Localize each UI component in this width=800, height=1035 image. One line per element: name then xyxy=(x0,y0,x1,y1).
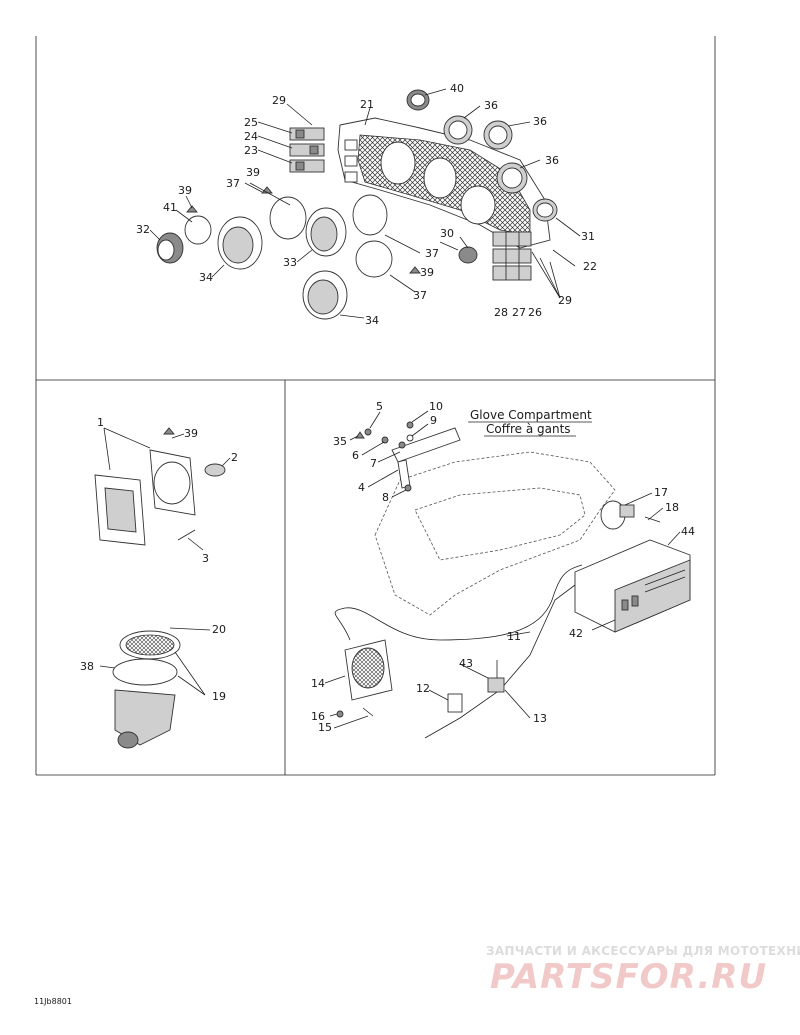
callout-2: 2 xyxy=(231,451,238,464)
drain-grill-assembly xyxy=(112,630,181,749)
callout-37-c: 37 xyxy=(413,289,427,302)
callout-24: 24 xyxy=(244,130,258,143)
callout-36-c: 36 xyxy=(545,154,559,167)
callout-21: 21 xyxy=(360,98,374,111)
bottom-left-leader-lines xyxy=(99,427,231,696)
dash-panel xyxy=(337,117,551,249)
switch-block-left xyxy=(289,127,325,173)
gauges-left xyxy=(156,186,478,320)
callout-39-b: 39 xyxy=(178,184,192,197)
callout-29-top: 29 xyxy=(272,94,286,107)
callout-43: 43 xyxy=(459,657,473,670)
callout-36-b: 36 xyxy=(533,115,547,128)
gauge-bezels-right xyxy=(406,89,558,222)
wiring-harness xyxy=(334,564,583,739)
callout-7: 7 xyxy=(370,457,377,470)
callout-labels: 29 21 40 36 36 36 25 24 23 37 39 39 41 3… xyxy=(80,82,695,734)
callout-18: 18 xyxy=(665,501,679,514)
watermark-logo: PARTSFOR.RU xyxy=(490,957,767,997)
callout-39-d: 39 xyxy=(184,427,198,440)
callout-15: 15 xyxy=(318,721,332,734)
callout-44: 44 xyxy=(681,525,695,538)
callout-31: 31 xyxy=(581,230,595,243)
fuse-holder xyxy=(600,500,661,530)
callout-32: 32 xyxy=(136,223,150,236)
bottom-right-leader-lines xyxy=(324,410,681,729)
callout-8: 8 xyxy=(382,491,389,504)
watermark-tagline: ЗАПЧАСТИ И АКСЕССУАРЫ ДЛЯ МОТОТЕХНИКИ xyxy=(486,944,800,958)
callout-35: 35 xyxy=(333,435,347,448)
callout-34-a: 34 xyxy=(199,271,213,284)
callout-3: 3 xyxy=(202,552,209,565)
section-frame xyxy=(35,36,716,776)
callout-41: 41 xyxy=(163,201,177,214)
callout-9: 9 xyxy=(430,414,437,427)
callout-26: 26 xyxy=(528,306,542,319)
callout-37-a: 37 xyxy=(226,177,240,190)
callout-38: 38 xyxy=(80,660,94,673)
switch-panel xyxy=(492,231,532,281)
callout-27: 27 xyxy=(512,306,526,319)
callout-4: 4 xyxy=(358,481,365,494)
callout-29-bottom: 29 xyxy=(558,294,572,307)
callout-42: 42 xyxy=(569,627,583,640)
callout-22: 22 xyxy=(583,260,597,273)
diagram-title-fr: Coffre à gants xyxy=(486,422,571,436)
bracket-hardware xyxy=(355,421,461,492)
callout-6: 6 xyxy=(352,449,359,462)
vent-assembly xyxy=(94,427,226,546)
callout-23: 23 xyxy=(244,144,258,157)
callout-17: 17 xyxy=(654,486,668,499)
callout-14: 14 xyxy=(311,677,325,690)
callout-1: 1 xyxy=(97,416,104,429)
callout-11: 11 xyxy=(507,630,521,643)
diagram-title-en: Glove Compartment xyxy=(470,408,592,422)
callout-13: 13 xyxy=(533,712,547,725)
callout-39-a: 39 xyxy=(246,166,260,179)
callout-40: 40 xyxy=(450,82,464,95)
glove-compartment-shell xyxy=(374,451,616,616)
callout-20: 20 xyxy=(212,623,226,636)
callout-16: 16 xyxy=(311,710,325,723)
callout-33: 33 xyxy=(283,256,297,269)
callout-39-c: 39 xyxy=(420,266,434,279)
callout-28: 28 xyxy=(494,306,508,319)
callout-19: 19 xyxy=(212,690,226,703)
speaker xyxy=(336,639,393,718)
radio-unit xyxy=(574,539,691,633)
callout-36-a: 36 xyxy=(484,99,498,112)
callout-30: 30 xyxy=(440,227,454,240)
drawing-code: 11Jb8801 xyxy=(34,997,72,1006)
callout-34-b: 34 xyxy=(365,314,379,327)
top-leader-lines xyxy=(149,88,581,319)
callout-25: 25 xyxy=(244,116,258,129)
callout-10: 10 xyxy=(429,400,443,413)
callout-5: 5 xyxy=(376,400,383,413)
callout-37-b: 37 xyxy=(425,247,439,260)
callout-12: 12 xyxy=(416,682,430,695)
